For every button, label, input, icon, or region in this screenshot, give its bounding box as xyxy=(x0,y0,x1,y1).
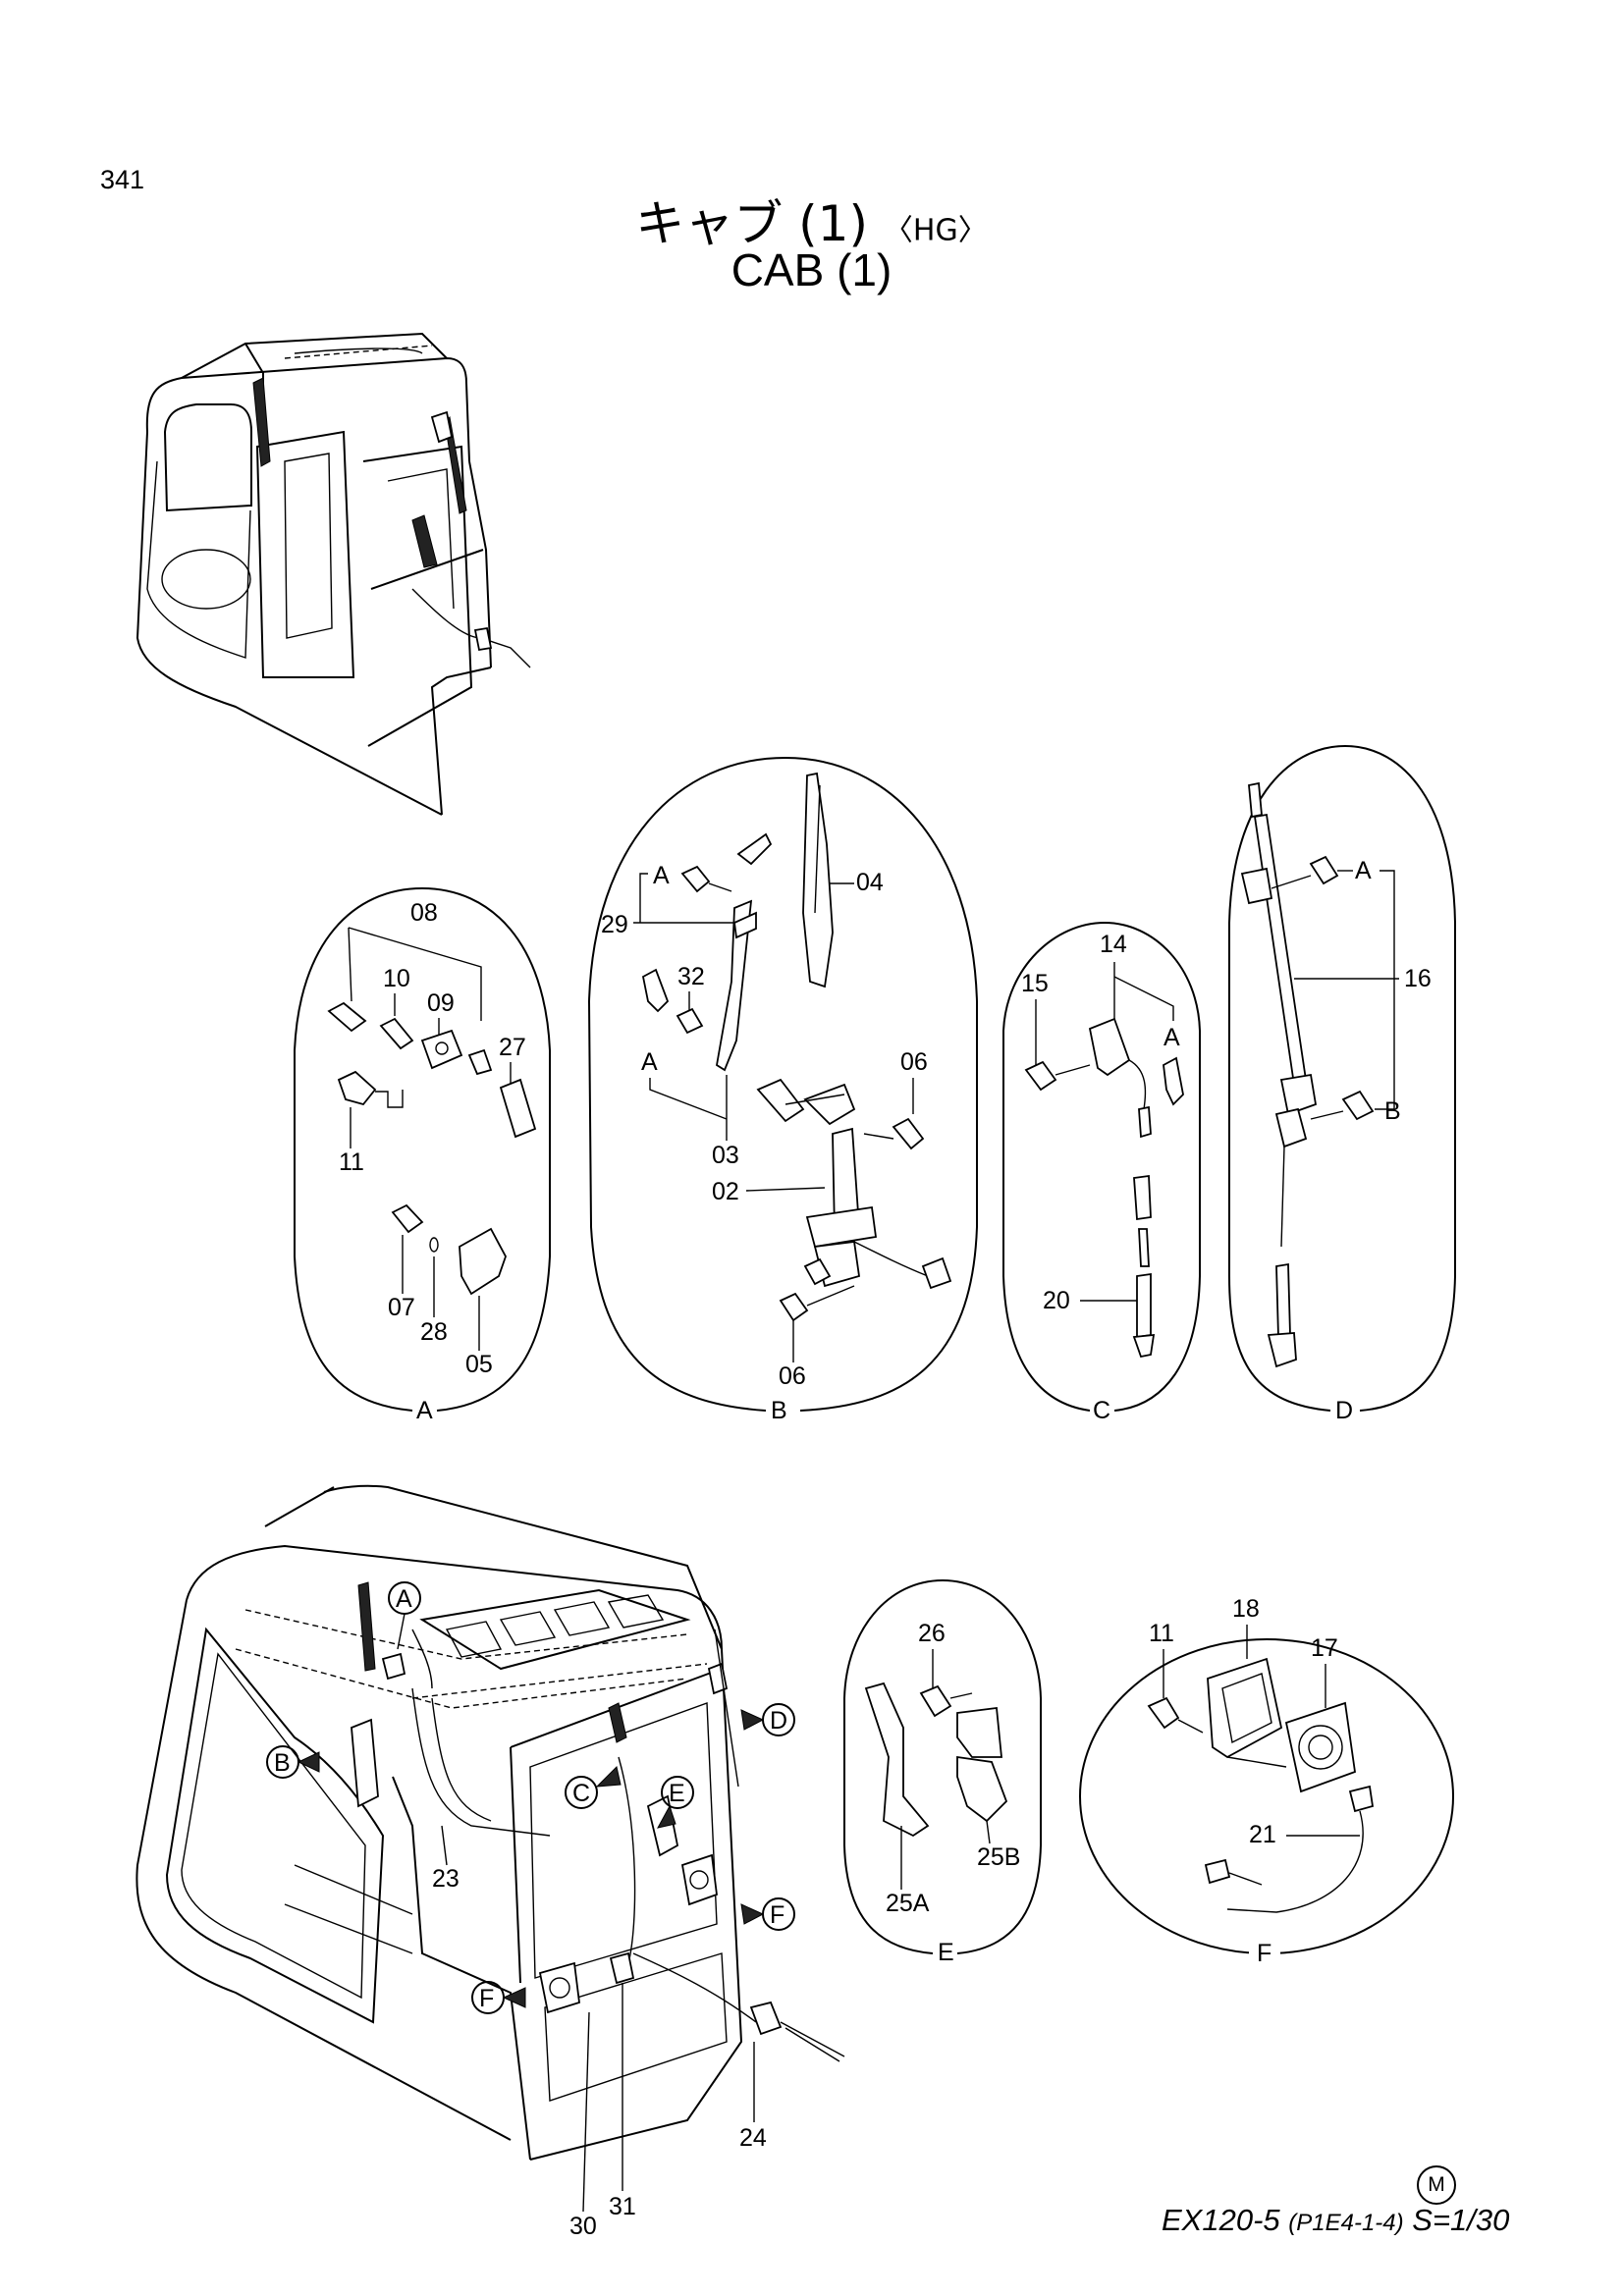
callout-F-21: 21 xyxy=(1249,1821,1276,1848)
detail-label-D: D xyxy=(1335,1397,1353,1424)
detail-label-E: E xyxy=(938,1939,954,1966)
callout-F-17: 17 xyxy=(1311,1634,1338,1662)
detail-E: E 26 25B 25A xyxy=(843,1578,1042,1966)
detail-C: C 14 A 15 20 xyxy=(1002,921,1201,1424)
callout-B-06a: 06 xyxy=(900,1048,928,1076)
callout-B-A2: A xyxy=(641,1048,658,1076)
callout-D-A: A xyxy=(1355,857,1372,884)
footer-model-line: EX120-5 (P1E4-1-4) S=1/30 xyxy=(1162,2203,1509,2238)
footer-code: (P1E4-1-4) xyxy=(1288,2210,1404,2236)
callout-A-28: 28 xyxy=(420,1318,448,1346)
callout-B-29: 29 xyxy=(601,911,628,938)
cab-overview-top xyxy=(135,332,531,816)
callout-B-32: 32 xyxy=(677,963,705,990)
overview-callout-F2: F xyxy=(479,1985,494,2012)
callout-A-05: 05 xyxy=(465,1351,493,1378)
callout-F-11: 11 xyxy=(1149,1620,1174,1647)
page-number: 341 xyxy=(100,165,145,194)
detail-label-F: F xyxy=(1257,1940,1271,1967)
overview-part-30: 30 xyxy=(569,2213,597,2240)
callout-E-25B: 25B xyxy=(977,1843,1020,1871)
detail-label-B: B xyxy=(771,1397,787,1424)
overview-part-31: 31 xyxy=(609,2193,636,2220)
page-title-jp: キャブ (1) 〈HG〉 xyxy=(0,185,1623,255)
callout-A-27: 27 xyxy=(499,1034,526,1061)
callout-circle-E xyxy=(661,1776,694,1809)
overview-part-23: 23 xyxy=(432,1865,460,1893)
detail-F: F 11 18 17 21 xyxy=(1079,1595,1454,1967)
callout-circle-C xyxy=(565,1776,598,1809)
overview-callout-A: A xyxy=(396,1585,412,1613)
footer-scale: S=1/30 xyxy=(1412,2203,1510,2237)
callout-C-15: 15 xyxy=(1021,970,1049,997)
callout-C-20: 20 xyxy=(1043,1287,1070,1314)
detail-A: A 08 10 09 27 11 07 28 05 xyxy=(294,886,551,1424)
overview-callout-B: B xyxy=(274,1749,291,1777)
detail-label-C: C xyxy=(1093,1397,1110,1424)
footer-mark: M xyxy=(1417,2165,1456,2205)
title-tag: 〈HG〉 xyxy=(883,213,988,248)
detail-B: B 04 29 A 32 A 06 03 xyxy=(587,756,978,1424)
callout-B-A1: A xyxy=(653,862,670,889)
cab-overview-main: A B C D E F F 23 24 30 31 xyxy=(135,1484,845,2240)
callout-A-11: 11 xyxy=(339,1148,364,1176)
page-title-en: CAB (1) xyxy=(730,244,893,295)
callout-B-06b: 06 xyxy=(779,1362,806,1390)
callout-B-02: 02 xyxy=(712,1178,739,1205)
footer-model: EX120-5 xyxy=(1162,2203,1280,2237)
detail-label-A: A xyxy=(416,1397,433,1424)
overview-part-24: 24 xyxy=(739,2124,767,2152)
callout-A-07: 07 xyxy=(388,1294,415,1321)
detail-D: D A 16 B xyxy=(1228,744,1456,1424)
overview-callout-E: E xyxy=(669,1780,685,1807)
callout-A-09: 09 xyxy=(427,989,455,1017)
callout-D-16: 16 xyxy=(1404,965,1432,992)
callout-D-B: B xyxy=(1384,1097,1401,1125)
overview-callout-C: C xyxy=(572,1780,590,1807)
title-jp-text: キャブ (1) xyxy=(635,195,868,252)
callout-A-08: 08 xyxy=(410,899,438,927)
callout-A-10: 10 xyxy=(383,965,410,992)
callout-F-18: 18 xyxy=(1232,1595,1260,1623)
callout-C-A: A xyxy=(1163,1024,1180,1051)
callout-E-25A: 25A xyxy=(886,1890,930,1917)
callout-E-26: 26 xyxy=(918,1620,946,1647)
overview-callout-F1: F xyxy=(770,1901,784,1929)
overview-callout-D: D xyxy=(770,1707,787,1735)
callout-B-03: 03 xyxy=(712,1142,739,1169)
callout-C-14: 14 xyxy=(1100,931,1127,958)
callout-B-04: 04 xyxy=(856,869,884,896)
